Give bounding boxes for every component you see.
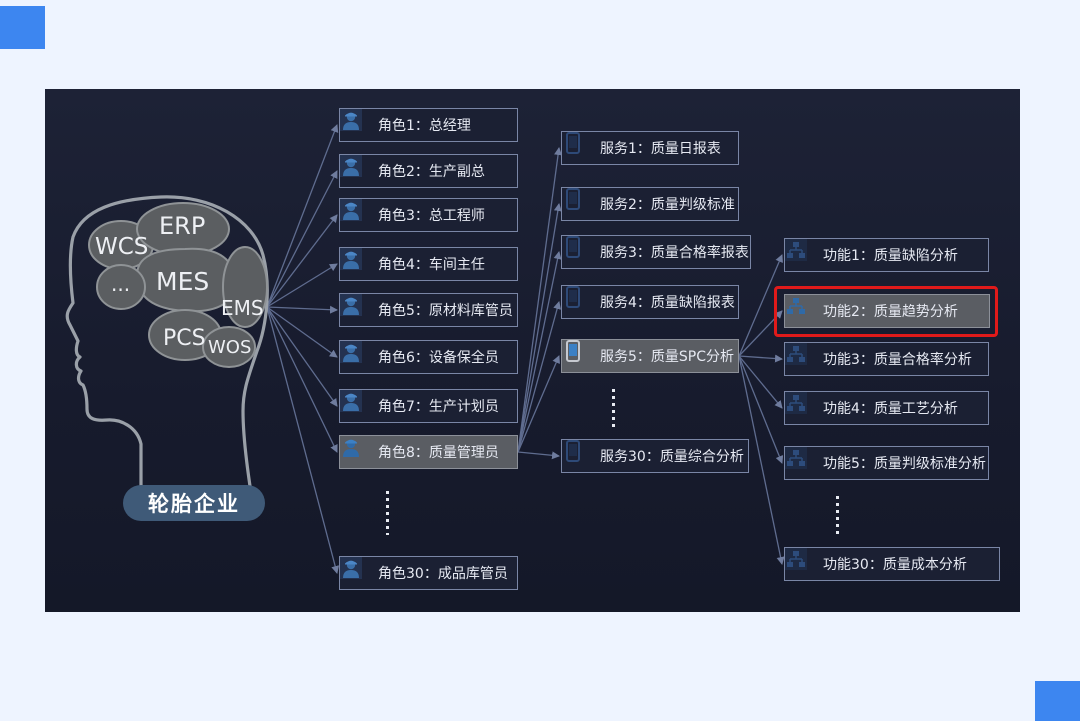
worker-avatar-icon (346, 346, 368, 368)
role-node[interactable]: 角色1：总经理 (339, 108, 518, 142)
service-node[interactable]: 服务4：质量缺陷报表 (561, 285, 739, 319)
role-to-service-arrow (518, 204, 559, 452)
services-ellipsis-dots (612, 389, 615, 427)
mobile-phone-icon (568, 291, 590, 313)
role-to-service-arrow (518, 252, 559, 452)
function-label: 功能5：质量判级标准分析 (823, 453, 986, 473)
service-label: 服务5：质量SPC分析 (600, 346, 734, 366)
service-to-function-arrow (739, 356, 782, 359)
service-node-highlighted[interactable]: 服务5：质量SPC分析 (561, 339, 739, 373)
org-chart-icon (791, 244, 813, 266)
function-label: 功能4：质量工艺分析 (823, 398, 958, 418)
mobile-phone-icon (568, 193, 590, 215)
service-label: 服务2：质量判级标准 (600, 194, 735, 214)
brain-label-pcs: PCS (163, 326, 206, 351)
role-node[interactable]: 角色2：生产副总 (339, 154, 518, 188)
role-node-highlighted[interactable]: 角色8：质量管理员 (339, 435, 518, 469)
role-node[interactable]: 角色3：总工程师 (339, 198, 518, 232)
brain-label-ems: EMS (221, 296, 264, 320)
highlight-outline (774, 286, 998, 337)
service-label: 服务4：质量缺陷报表 (600, 292, 735, 312)
brain-label-erp: ERP (159, 212, 205, 240)
service-to-function-arrow (739, 356, 782, 408)
role-label: 角色1：总经理 (378, 115, 471, 135)
role-node[interactable]: 角色7：生产计划员 (339, 389, 518, 423)
role-node[interactable]: 角色6：设备保全员 (339, 340, 518, 374)
role-node[interactable]: 角色4：车间主任 (339, 247, 518, 281)
service-node[interactable]: 服务3：质量合格率报表 (561, 235, 751, 269)
worker-avatar-icon (346, 160, 368, 182)
functions-ellipsis-dots (836, 496, 839, 534)
role-to-service-arrow (518, 148, 559, 452)
head-silhouette (45, 89, 305, 509)
worker-avatar-icon (346, 441, 368, 463)
role-label: 角色2：生产副总 (378, 161, 485, 181)
function-label: 功能3：质量合格率分析 (823, 349, 972, 369)
company-badge: 轮胎企业 (123, 485, 265, 521)
service-node[interactable]: 服务30：质量综合分析 (561, 439, 749, 473)
brain-label-mes: MES (156, 267, 209, 296)
mobile-phone-icon (568, 241, 590, 263)
role-label: 角色7：生产计划员 (378, 396, 499, 416)
org-chart-icon (791, 348, 813, 370)
role-label: 角色30：成品库管员 (378, 563, 508, 583)
worker-avatar-icon (346, 395, 368, 417)
role-to-service-arrow (518, 452, 559, 456)
worker-avatar-icon (346, 562, 368, 584)
role-label: 角色8：质量管理员 (378, 442, 499, 462)
org-chart-icon (791, 452, 813, 474)
mobile-phone-icon (568, 137, 590, 159)
brain-label-ellipsis: ... (111, 272, 130, 296)
role-label: 角色6：设备保全员 (378, 347, 499, 367)
role-label: 角色5：原材料库管员 (378, 300, 513, 320)
mobile-phone-icon (568, 345, 590, 367)
function-node[interactable]: 功能4：质量工艺分析 (784, 391, 989, 425)
corner-accent-bottom-right (1035, 681, 1080, 721)
role-label: 角色4：车间主任 (378, 254, 485, 274)
service-label: 服务30：质量综合分析 (600, 446, 744, 466)
function-node[interactable]: 功能3：质量合格率分析 (784, 342, 989, 376)
function-node[interactable]: 功能5：质量判级标准分析 (784, 446, 989, 480)
worker-avatar-icon (346, 204, 368, 226)
brain-label-wcs: WCS (95, 234, 148, 260)
service-label: 服务3：质量合格率报表 (600, 242, 749, 262)
roles-ellipsis-dots (386, 491, 389, 535)
function-label: 功能30：质量成本分析 (823, 554, 967, 574)
function-node[interactable]: 功能30：质量成本分析 (784, 547, 1000, 581)
org-chart-icon (791, 397, 813, 419)
role-label: 角色3：总工程师 (378, 205, 485, 225)
mobile-phone-icon (568, 445, 590, 467)
brain-label-wos: WOS (208, 337, 251, 358)
diagram-panel: ERP WCS MES ... EMS PCS WOS 轮胎企业 角色1：总经理… (45, 89, 1020, 612)
role-node[interactable]: 角色5：原材料库管员 (339, 293, 518, 327)
service-node[interactable]: 服务1：质量日报表 (561, 131, 739, 165)
corner-accent-top-left (0, 6, 45, 49)
org-chart-icon (791, 553, 813, 575)
worker-avatar-icon (346, 253, 368, 275)
worker-avatar-icon (346, 299, 368, 321)
role-node[interactable]: 角色30：成品库管员 (339, 556, 518, 590)
worker-avatar-icon (346, 114, 368, 136)
service-label: 服务1：质量日报表 (600, 138, 721, 158)
service-node[interactable]: 服务2：质量判级标准 (561, 187, 739, 221)
function-node[interactable]: 功能1：质量缺陷分析 (784, 238, 989, 272)
function-label: 功能1：质量缺陷分析 (823, 245, 958, 265)
